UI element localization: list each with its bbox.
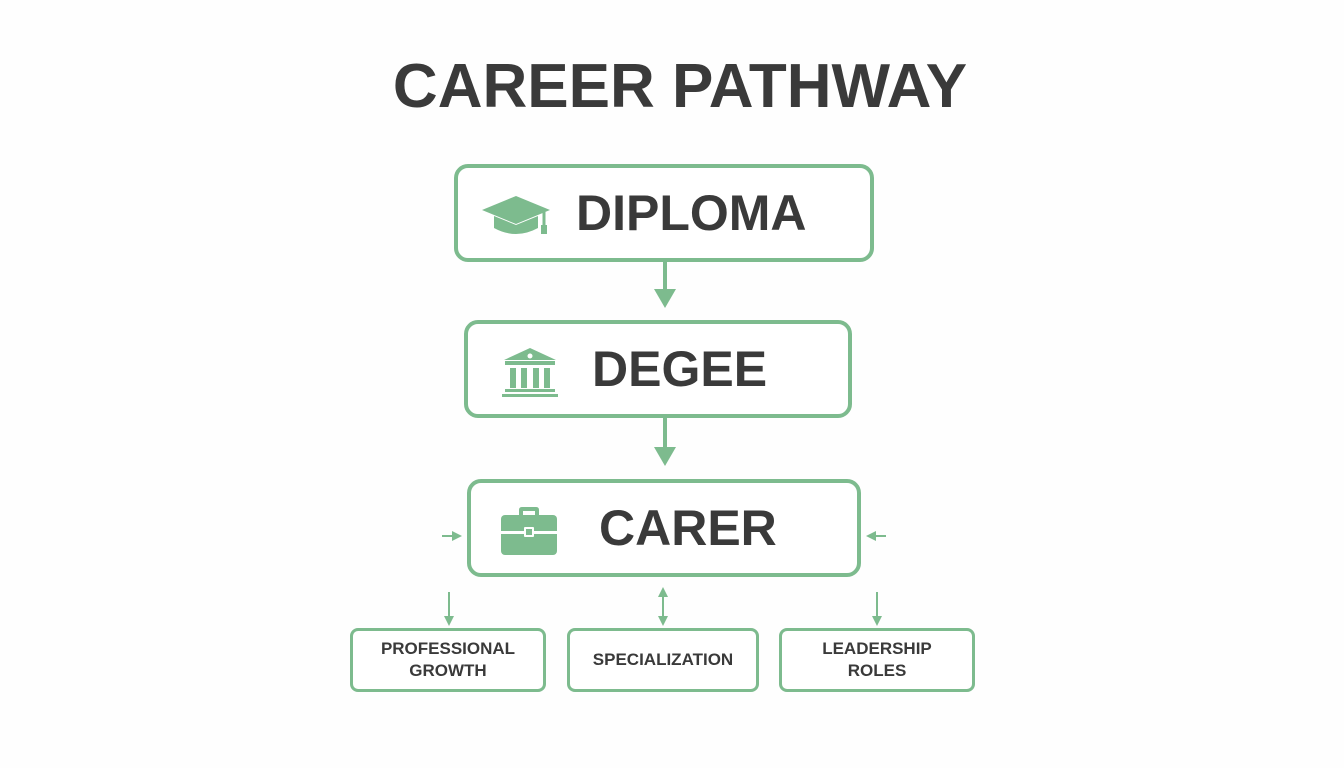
outcome-label-line: SPECIALIZATION [592, 650, 734, 669]
outcome-label-line: LEADERSHIP ROLES [822, 639, 932, 680]
outcome-label-line: GROWTH [409, 661, 487, 680]
arrow-to-leadership-roles [872, 592, 882, 626]
stage-label-career: CARER [599, 500, 777, 556]
outcome-specialization: SPECIALIZATION [567, 628, 759, 692]
diagram-title: CAREER PATHWAY [392, 52, 968, 121]
briefcase-icon [501, 507, 557, 555]
stage-label-degree: DEGEE [592, 341, 768, 397]
outcome-professional-growth: PROFESSIONAL GROWTH [350, 628, 546, 692]
arrow-left-into-career [442, 531, 462, 541]
outcome-leadership-roles: LEADERSHIP ROLES [779, 628, 975, 692]
outcome-label-line: PROFESSIONAL [380, 639, 516, 658]
arrow-to-specialization [658, 587, 668, 626]
university-building-icon [502, 348, 558, 397]
arrow-degree-to-career [654, 418, 676, 466]
stage-diploma: DIPLOMA [454, 164, 874, 262]
stage-career: CARER [467, 479, 861, 577]
arrow-to-professional-growth [444, 592, 454, 626]
arrow-right-into-career [866, 531, 886, 541]
arrow-diploma-to-degree [654, 262, 676, 308]
stage-degree: DEGEE [464, 320, 852, 418]
graduation-cap-icon [482, 196, 550, 234]
stage-label-diploma: DIPLOMA [576, 185, 807, 241]
